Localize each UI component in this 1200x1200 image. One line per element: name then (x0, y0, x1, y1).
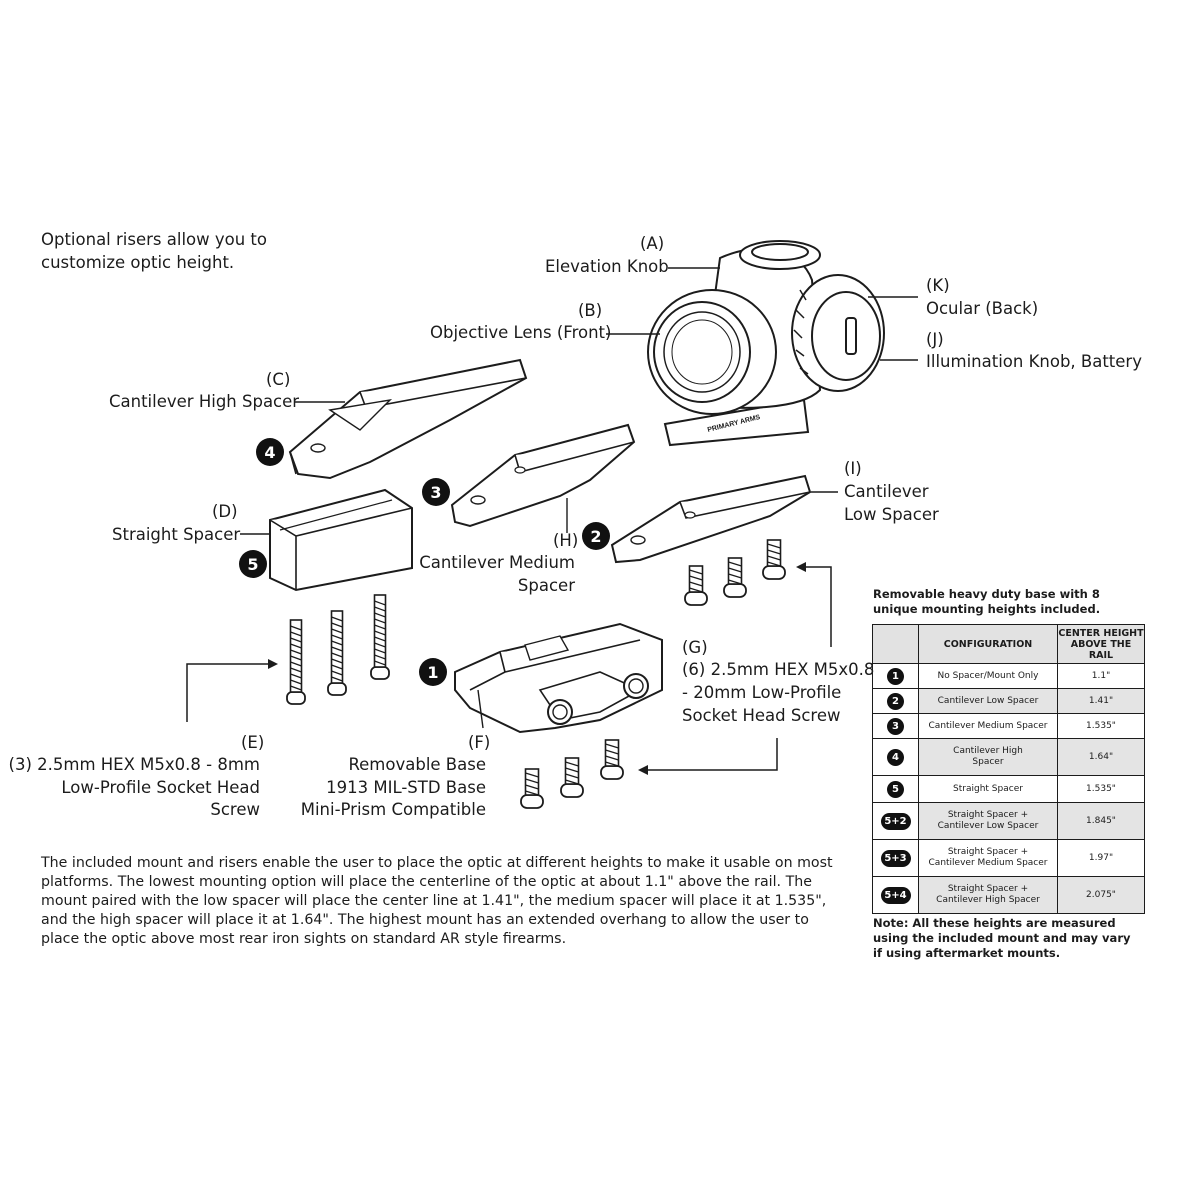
table-caption: Removable heavy duty base with 8 unique … (873, 587, 1101, 616)
row-config: Straight Spacer (918, 775, 1058, 803)
straight-spacer (269, 488, 413, 592)
arrows (186, 562, 832, 775)
row-config: Cantilever Medium Spacer (918, 713, 1058, 739)
row-config: Cantilever Low Spacer (918, 688, 1058, 714)
label-e-line-1: (3) 2.5mm HEX M5x0.8 - 8mm (8, 755, 260, 774)
cantilever-medium-spacer (450, 423, 636, 528)
row-height: 1.535" (1057, 775, 1145, 803)
label-j-letter: (J) (926, 330, 944, 349)
label-e-line-2: Low-Profile Socket Head (61, 778, 260, 797)
label-g-line-3: Socket Head Screw (682, 706, 841, 725)
label-d-letter: (D) (212, 502, 238, 521)
row-badge: 5+4 (880, 886, 911, 904)
intro-text: Optional risers allow you to customize o… (41, 230, 267, 272)
row-height: 1.1" (1057, 663, 1145, 689)
svg-text:3: 3 (430, 483, 441, 502)
label-f-line-2: 1913 MIL-STD Base (326, 778, 486, 797)
row-config: Cantilever High Spacer (918, 738, 1058, 776)
row-badge: 1 (887, 667, 904, 685)
row-config: Straight Spacer + Cantilever High Spacer (918, 876, 1058, 914)
label-j-name: Illumination Knob, Battery (926, 352, 1142, 371)
row-height: 1.535" (1057, 713, 1145, 739)
row-badge: 5+2 (880, 812, 911, 830)
label-d-name: Straight Spacer (112, 525, 241, 544)
badge-5: 5 (239, 550, 267, 578)
table-row: 3 Cantilever Medium Spacer 1.535" (872, 713, 1145, 739)
svg-text:2: 2 (590, 527, 601, 546)
label-f-line-3: Mini-Prism Compatible (300, 800, 486, 819)
table-row: 5+3 Straight Spacer + Cantilever Medium … (872, 839, 1145, 877)
label-h-letter: (H) (553, 531, 579, 550)
row-height: 1.97" (1057, 839, 1145, 877)
cantilever-low-spacer (610, 474, 812, 564)
label-c-name: Cantilever High Spacer (109, 392, 300, 411)
label-h-name-2: Spacer (517, 576, 575, 595)
row-badge: 4 (887, 748, 904, 766)
label-f-line-1: Removable Base (348, 755, 486, 774)
label-e-line-3: Screw (210, 800, 260, 819)
label-k-letter: (K) (926, 276, 950, 295)
row-height: 2.075" (1057, 876, 1145, 914)
table-row: 5 Straight Spacer 1.535" (872, 775, 1145, 803)
label-b-letter: (B) (578, 301, 603, 320)
svg-text:5: 5 (247, 555, 258, 574)
badge-3: 3 (422, 478, 450, 506)
table-row: 1 No Spacer/Mount Only 1.1" (872, 663, 1145, 689)
cantilever-high-spacer (288, 358, 528, 480)
header-center-height: CENTER HEIGHT ABOVE THE RAIL (1057, 624, 1145, 664)
svg-text:1: 1 (427, 663, 438, 682)
label-h-name-1: Cantilever Medium (419, 553, 575, 572)
row-badge: 5+3 (880, 849, 911, 867)
label-b-name: Objective Lens (Front) (430, 323, 612, 342)
row-badge: 5 (887, 780, 904, 798)
table-row: 4 Cantilever High Spacer 1.64" (872, 738, 1145, 776)
description-paragraph: The included mount and risers enable the… (41, 855, 833, 947)
table-header-row: CONFIGURATION CENTER HEIGHT ABOVE THE RA… (872, 624, 1145, 664)
objective-lens (647, 289, 777, 415)
row-height: 1.845" (1057, 802, 1145, 840)
label-a-name: Elevation Knob (545, 257, 669, 276)
badge-2: 2 (582, 522, 610, 550)
label-c-letter: (C) (266, 370, 291, 389)
label-i-letter: (I) (844, 459, 862, 478)
header-configuration: CONFIGURATION (918, 624, 1058, 664)
label-i-name-2: Low Spacer (844, 505, 939, 524)
badge-4: 4 (256, 438, 284, 466)
label-f-letter: (F) (468, 733, 491, 752)
row-config: Straight Spacer + Cantilever Low Spacer (918, 802, 1058, 840)
label-k-name: Ocular (Back) (926, 299, 1039, 318)
row-config: Straight Spacer + Cantilever Medium Spac… (918, 839, 1058, 877)
label-g-letter: (G) (682, 638, 708, 657)
label-g-line-1: (6) 2.5mm HEX M5x0.8 (682, 660, 875, 679)
row-badge: 3 (887, 717, 904, 735)
row-config: No Spacer/Mount Only (918, 663, 1058, 689)
table-note: Note: All these heights are measured usi… (873, 916, 1131, 960)
label-i-name-1: Cantilever (844, 482, 929, 501)
table-row: 2 Cantilever Low Spacer 1.41" (872, 688, 1145, 714)
row-badge: 2 (887, 692, 904, 710)
optic-illustration (647, 240, 885, 447)
table-row: 5+2 Straight Spacer + Cantilever Low Spa… (872, 802, 1145, 840)
svg-text:4: 4 (264, 443, 275, 462)
row-height: 1.64" (1057, 738, 1145, 776)
badge-1: 1 (419, 658, 447, 686)
leader-lines (240, 267, 918, 729)
label-a-letter: (A) (640, 234, 665, 253)
removable-base (454, 622, 663, 734)
row-height: 1.41" (1057, 688, 1145, 714)
label-e-letter: (E) (241, 733, 265, 752)
label-g-line-2: - 20mm Low-Profile (682, 683, 842, 702)
table-row: 5+4 Straight Spacer + Cantilever High Sp… (872, 876, 1145, 914)
header-badge-cell (872, 624, 919, 664)
ocular-knob (791, 274, 885, 392)
mounting-height-table: CONFIGURATION CENTER HEIGHT ABOVE THE RA… (872, 624, 1145, 914)
